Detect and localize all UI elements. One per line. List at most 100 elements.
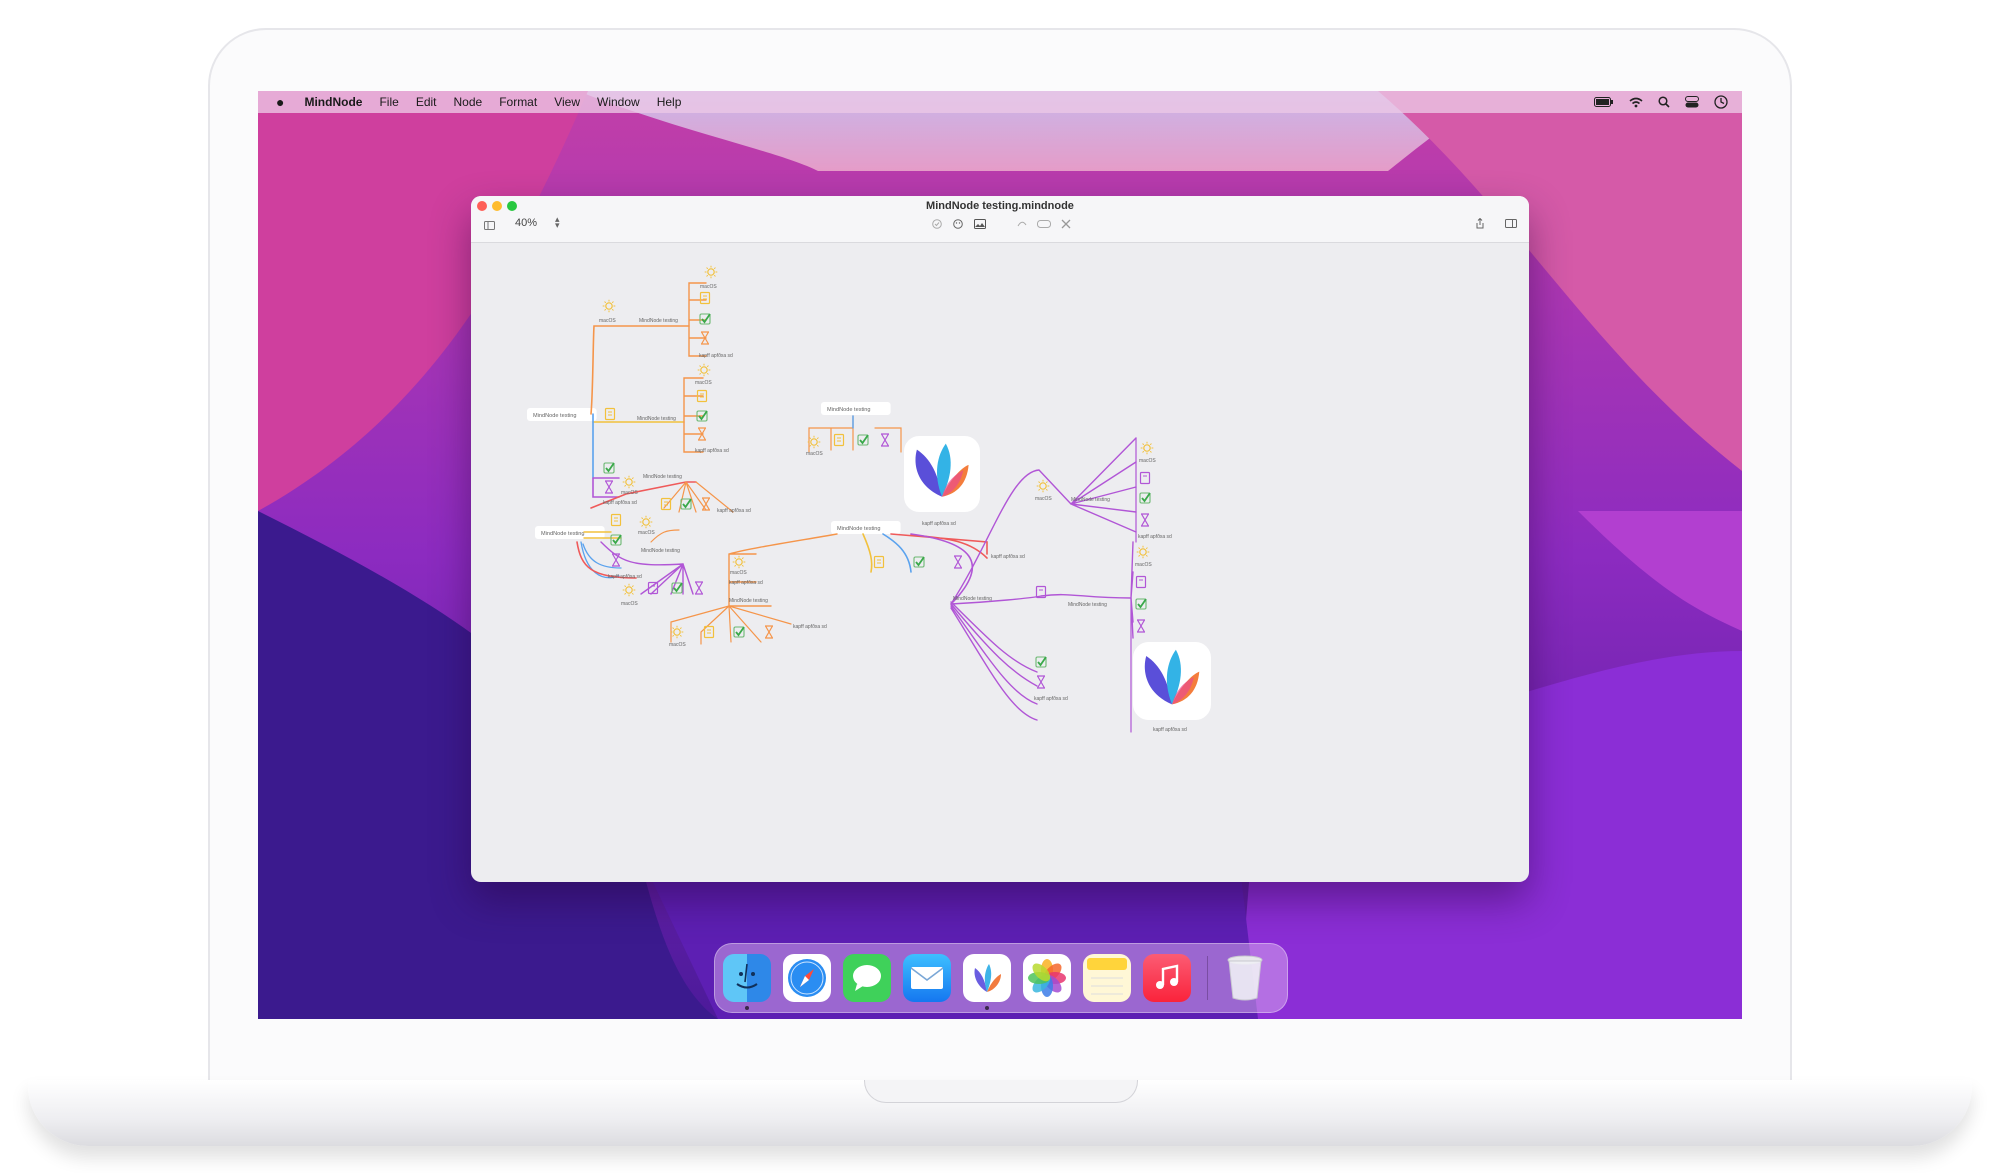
checkbox-checked-icon[interactable] bbox=[1135, 598, 1147, 610]
os-label[interactable]: macOS bbox=[695, 380, 712, 386]
hourglass-icon[interactable] bbox=[1140, 513, 1150, 527]
menu-help[interactable]: Help bbox=[656, 95, 682, 109]
search-icon[interactable] bbox=[1658, 96, 1670, 108]
book-icon[interactable] bbox=[873, 555, 885, 569]
os-label[interactable]: macOS bbox=[638, 530, 655, 536]
node-label[interactable]: MindNode testing bbox=[641, 548, 680, 554]
hourglass-icon[interactable] bbox=[604, 480, 614, 494]
os-label[interactable]: macOS bbox=[669, 642, 686, 648]
control-center-icon[interactable] bbox=[1685, 96, 1699, 108]
central-node-center-label[interactable]: MindNode testing bbox=[827, 407, 871, 413]
checkbox-checked-icon[interactable] bbox=[699, 313, 711, 325]
checkbox-checked-icon[interactable] bbox=[857, 434, 869, 446]
hourglass-icon[interactable] bbox=[701, 497, 711, 511]
mixed-label[interactable]: kapff apfðxa sd bbox=[717, 507, 751, 514]
hourglass-icon[interactable] bbox=[880, 433, 890, 447]
sun-emoji-icon[interactable] bbox=[807, 435, 821, 449]
node-label[interactable]: MindNode testing bbox=[953, 596, 992, 602]
sun-emoji-icon[interactable] bbox=[1036, 479, 1050, 493]
mindnode-logo-image[interactable] bbox=[904, 436, 980, 512]
hourglass-icon[interactable] bbox=[694, 581, 704, 595]
node-label[interactable]: MindNode testing bbox=[637, 416, 676, 422]
emoji-icon[interactable] bbox=[953, 219, 963, 229]
dock-safari[interactable] bbox=[783, 954, 831, 1002]
dock-notes[interactable] bbox=[1083, 954, 1131, 1002]
node-label[interactable]: MindNode testing bbox=[639, 318, 678, 324]
hourglass-icon[interactable] bbox=[1036, 675, 1046, 689]
dock-mail[interactable] bbox=[903, 954, 951, 1002]
cross-connection-icon[interactable] bbox=[1061, 219, 1071, 229]
wifi-icon[interactable] bbox=[1629, 97, 1643, 108]
zoom-level[interactable]: 40% bbox=[515, 217, 538, 229]
sun-emoji-icon[interactable] bbox=[670, 625, 684, 639]
central-node-main[interactable] bbox=[831, 521, 901, 534]
menu-edit[interactable]: Edit bbox=[415, 95, 437, 109]
checkbox-checked-icon[interactable] bbox=[1139, 492, 1151, 504]
hourglass-icon[interactable] bbox=[1136, 619, 1146, 633]
sun-emoji-icon[interactable] bbox=[602, 299, 616, 313]
hourglass-icon[interactable] bbox=[700, 331, 710, 345]
note-icon[interactable] bbox=[1037, 219, 1051, 229]
menu-format[interactable]: Format bbox=[499, 95, 538, 109]
mixed-label[interactable]: kapff apfðxa sd bbox=[1138, 533, 1172, 540]
mixed-label[interactable]: kapff apfðxa sd bbox=[991, 553, 1025, 560]
sun-emoji-icon[interactable] bbox=[697, 363, 711, 377]
central-node-center[interactable] bbox=[821, 402, 891, 415]
mixed-label[interactable]: kapff apfðxa sd bbox=[608, 573, 642, 580]
central-node-bottom-label[interactable]: MindNode testing bbox=[541, 531, 585, 537]
sun-emoji-icon[interactable] bbox=[639, 515, 653, 529]
dock-mindnode[interactable] bbox=[963, 954, 1011, 1002]
link-icon[interactable] bbox=[1017, 219, 1027, 229]
menu-file[interactable]: File bbox=[379, 95, 399, 109]
book-icon[interactable] bbox=[660, 497, 672, 511]
node-label[interactable]: MindNode testing bbox=[1068, 602, 1107, 608]
sun-emoji-icon[interactable] bbox=[622, 475, 636, 489]
mixed-label[interactable]: kapff apfðxa sd bbox=[729, 579, 763, 586]
menu-window[interactable]: Window bbox=[597, 95, 640, 109]
menu-app-name[interactable]: MindNode bbox=[304, 95, 363, 109]
mixed-label[interactable]: kapff apfðxa sd bbox=[699, 352, 733, 359]
os-label[interactable]: macOS bbox=[621, 601, 638, 607]
dock-music[interactable] bbox=[1143, 954, 1191, 1002]
mixed-label[interactable]: kapff apfðxa sd bbox=[695, 447, 729, 454]
sun-emoji-icon[interactable] bbox=[1136, 545, 1150, 559]
mixed-label[interactable]: kapff apfðxa sd bbox=[793, 623, 827, 630]
book-icon[interactable] bbox=[1035, 585, 1047, 599]
node-label[interactable]: MindNode testing bbox=[1071, 497, 1110, 503]
close-button[interactable] bbox=[477, 201, 487, 211]
minimize-button[interactable] bbox=[492, 201, 502, 211]
sidebar-icon[interactable] bbox=[484, 221, 495, 230]
node-label[interactable]: MindNode testing bbox=[729, 598, 768, 604]
dock-photos[interactable] bbox=[1023, 954, 1071, 1002]
mixed-label[interactable]: kapff apfðxa sd bbox=[1034, 695, 1068, 702]
clock-icon[interactable] bbox=[1714, 95, 1728, 109]
share-icon[interactable] bbox=[1475, 218, 1485, 229]
apple-menu-icon[interactable]: ● bbox=[276, 94, 285, 110]
checkbox-checked-icon[interactable] bbox=[733, 626, 745, 638]
battery-icon[interactable] bbox=[1594, 97, 1614, 107]
checkbox-checked-icon[interactable] bbox=[671, 582, 683, 594]
os-label[interactable]: macOS bbox=[599, 318, 616, 324]
book-icon[interactable] bbox=[647, 581, 659, 595]
central-node-main-label[interactable]: MindNode testing bbox=[837, 526, 881, 532]
book-icon[interactable] bbox=[1135, 575, 1147, 589]
sun-emoji-icon[interactable] bbox=[622, 583, 636, 597]
hourglass-icon[interactable] bbox=[697, 427, 707, 441]
image-icon[interactable] bbox=[974, 219, 986, 229]
menu-view[interactable]: View bbox=[554, 95, 580, 109]
os-label[interactable]: macOS bbox=[1135, 562, 1152, 568]
dock-finder[interactable] bbox=[723, 954, 771, 1002]
checkbox-checked-icon[interactable] bbox=[1035, 656, 1047, 668]
mindnode-logo-image-2[interactable] bbox=[1133, 642, 1211, 720]
sun-emoji-icon[interactable] bbox=[1140, 441, 1154, 455]
dock-messages[interactable] bbox=[843, 954, 891, 1002]
mixed-label[interactable]: kapff apfðxa sd bbox=[922, 520, 956, 527]
checkbox-checked-icon[interactable] bbox=[603, 462, 615, 474]
mixed-label[interactable]: kapff apfðxa sd bbox=[603, 499, 637, 506]
checkbox-checked-icon[interactable] bbox=[696, 410, 708, 422]
book-icon[interactable] bbox=[1139, 471, 1151, 485]
dock-trash[interactable] bbox=[1221, 954, 1269, 1002]
hourglass-icon[interactable] bbox=[764, 625, 774, 639]
os-label[interactable]: macOS bbox=[621, 490, 638, 496]
